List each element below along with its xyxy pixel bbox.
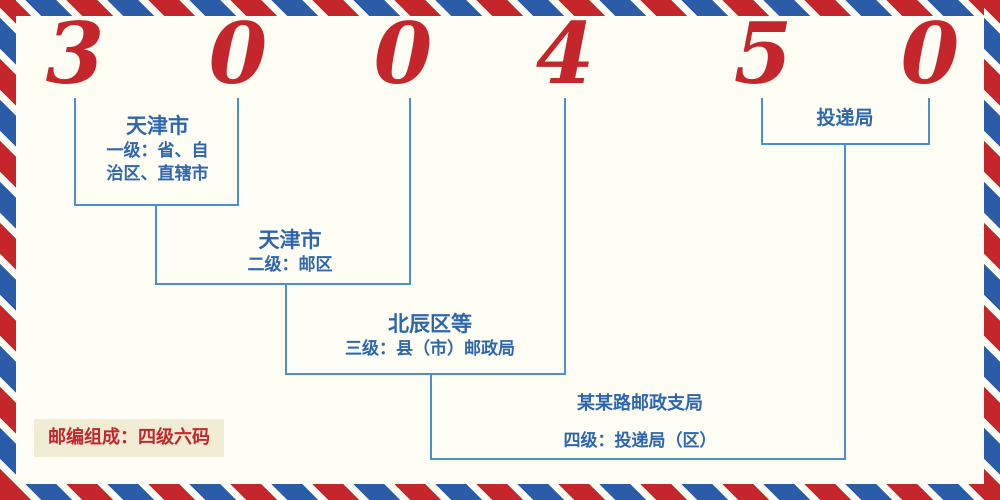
- level4-desc: 四级：投递局（区）: [563, 431, 717, 452]
- digit-1: 3: [45, 4, 105, 103]
- connector-line: [155, 204, 157, 285]
- delivery-bureau-title: 投递局: [816, 107, 874, 129]
- connector-line: [155, 283, 411, 285]
- level3-label: 北辰区等 三级：县（市）邮政局: [270, 310, 590, 361]
- level4-label: 某某路邮政支局 四级：投递局（区）: [480, 392, 800, 453]
- level2-label: 天津市 二级：邮区: [185, 226, 395, 277]
- level3-title: 北辰区等: [388, 312, 472, 336]
- connector-line: [430, 373, 432, 458]
- connector-line: [844, 143, 846, 460]
- airmail-border-left: [0, 0, 16, 500]
- connector-line: [409, 98, 411, 285]
- level1-title: 天津市: [126, 114, 189, 138]
- composition-note: 邮编组成：四级六码: [34, 419, 224, 457]
- level1-desc-line1: 一级：省、自: [106, 141, 209, 162]
- connector-line: [928, 98, 930, 145]
- digit-5: 5: [733, 4, 793, 103]
- level4-title: 某某路邮政支局: [577, 393, 703, 414]
- airmail-border-top: [0, 0, 1000, 16]
- connector-line: [74, 98, 76, 204]
- delivery-bureau-label: 投递局: [780, 106, 910, 132]
- connector-line: [564, 98, 566, 375]
- connector-line: [237, 98, 239, 204]
- connector-line: [430, 458, 846, 460]
- level1-label: 天津市 一级：省、自 治区、直辖市: [55, 112, 260, 186]
- airmail-border-bottom: [0, 484, 1000, 500]
- level2-desc: 二级：邮区: [247, 255, 333, 276]
- connector-line: [761, 98, 763, 145]
- digit-4: 4: [535, 4, 595, 103]
- airmail-border-right: [984, 0, 1000, 500]
- connector-line: [285, 283, 287, 375]
- digit-6: 0: [900, 4, 960, 103]
- connector-line: [285, 373, 566, 375]
- level3-desc: 三级：县（市）邮政局: [345, 339, 515, 360]
- level1-desc-line2: 治区、直辖市: [106, 164, 209, 185]
- level2-title: 天津市: [258, 228, 322, 252]
- digit-3: 0: [373, 4, 433, 103]
- digit-2: 0: [208, 4, 268, 103]
